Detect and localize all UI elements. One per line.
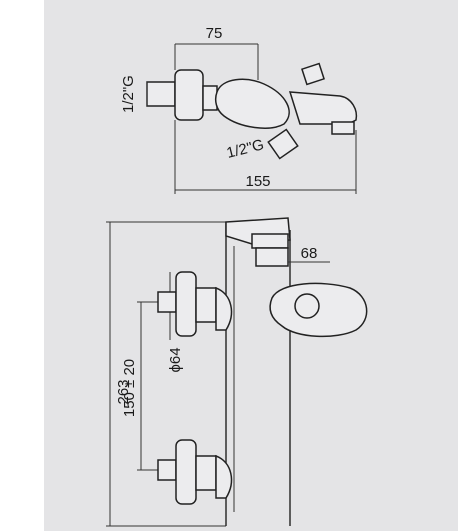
upper-connector-curve bbox=[215, 286, 233, 331]
dim-label-75: 75 bbox=[206, 25, 223, 42]
outlet-fitting bbox=[267, 128, 299, 160]
upper-rosette bbox=[175, 271, 197, 337]
dim-label-155: 155 bbox=[245, 173, 270, 190]
lower-rosette bbox=[175, 439, 197, 505]
diverter-knob bbox=[301, 62, 325, 86]
mixer-body-top bbox=[214, 78, 290, 129]
shower-outlet bbox=[331, 121, 355, 135]
lower-inlet-pipe bbox=[157, 459, 177, 481]
thread-label-outlet: 1/2"G bbox=[225, 136, 266, 162]
dim-label-centers: 150 ± 20 bbox=[121, 359, 138, 417]
lever-button bbox=[294, 293, 320, 319]
lower-connector-curve bbox=[215, 454, 233, 499]
upper-nut bbox=[195, 287, 217, 323]
connector-nut bbox=[202, 85, 218, 111]
dim-label-68: 68 bbox=[301, 245, 318, 262]
upper-inlet-pipe bbox=[157, 291, 177, 313]
inlet-pipe bbox=[146, 81, 176, 107]
lower-nut bbox=[195, 455, 217, 491]
wall-rosette bbox=[174, 69, 204, 121]
front-view: 263 150 ± 20 ϕ64 68 bbox=[106, 217, 368, 527]
dim-label-diameter: ϕ64 bbox=[167, 347, 184, 372]
spout-front-outlet bbox=[255, 247, 289, 267]
dim-label-263: 263 bbox=[115, 379, 132, 404]
spout-front-lip bbox=[251, 233, 289, 249]
spout-top bbox=[288, 91, 358, 125]
top-view: 75 155 1/2"G 1/2"G bbox=[120, 25, 358, 194]
thread-label-inlet: 1/2"G bbox=[120, 75, 137, 113]
